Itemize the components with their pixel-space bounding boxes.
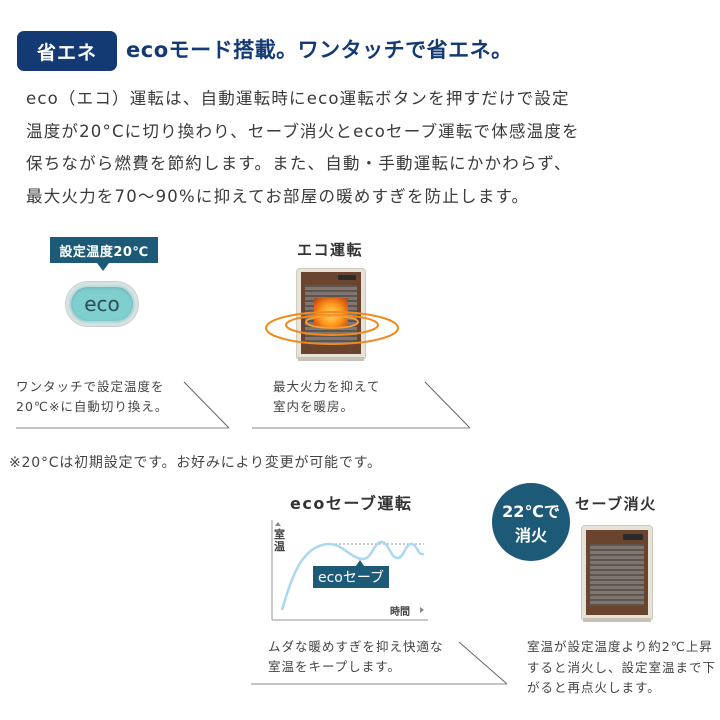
badge-line: 消火 [514, 526, 547, 545]
y-axis-label: 室温 [274, 528, 285, 553]
intro-line: eco（エコ）運転は、自動運転時にeco運転ボタンを押すだけで設定 [26, 89, 570, 108]
caption-line: 室温が設定温度より約2℃上昇 [527, 639, 713, 654]
caption-line: 室温をキープします。 [268, 659, 402, 674]
eco-button-illustration: eco [66, 282, 138, 326]
setting-caption: ワンタッチで設定温度を 20℃※に自動切り換え。 [16, 377, 168, 417]
page-headline: ecoモード搭載。ワンタッチで省エネ。 [126, 38, 513, 62]
caption-line: 室内を暖房。 [273, 399, 355, 414]
eco-run-title: エコ運転 [297, 241, 364, 259]
callout-pointer [356, 560, 364, 566]
caption-divider [16, 381, 230, 429]
eco-button-label: eco [71, 287, 133, 321]
save-off-temp-badge: 22℃で 消火 [492, 483, 570, 561]
intro-paragraph: eco（エコ）運転は、自動運転時にeco運転ボタンを押すだけで設定 温度が20°… [26, 83, 666, 213]
category-badge: 省エネ [17, 31, 117, 71]
intro-line: 最大火力を70〜90%に抑えてお部屋の暖めすぎを防止します。 [26, 186, 530, 206]
intro-line: 温度が20°Cに切り換わり、セーブ消火とecoセーブ運転で体感温度を [26, 121, 580, 141]
footnote: ※20°Cは初期設定です。お好みにより変更が可能です。 [9, 455, 382, 471]
eco-save-title: ecoセーブ運転 [290, 494, 413, 513]
caption-line: がると再点火します。 [527, 680, 661, 695]
caption-line: 20℃※に自動切り換え。 [16, 399, 169, 414]
setting-temp-tag: 設定温度20℃ [50, 237, 158, 263]
save-off-title: セーブ消火 [575, 495, 657, 513]
caption-line: ワンタッチで設定温度を [16, 379, 165, 394]
room-temp-graph [271, 520, 428, 621]
badge-line: 22℃で [502, 502, 560, 521]
caption-line: ムダな暖めすぎを抑え快適な [268, 639, 444, 654]
intro-line: 保ちながら燃費を節約します。また、自動・手動運転にかかわらず、 [26, 154, 572, 173]
caption-line: 最大火力を抑えて [273, 379, 381, 394]
eco-run-caption: 最大火力を抑えて 室内を暖房。 [273, 377, 380, 417]
caption-divider [251, 641, 508, 685]
heater-illustration [581, 525, 653, 622]
save-off-caption: 室温が設定温度より約2℃上昇 すると消火し、設定室温まで下 がると再点火します。 [527, 637, 716, 699]
x-axis-label: 時間 [390, 607, 410, 618]
tag-pointer [97, 263, 109, 271]
eco-save-callout: ecoセーブ [313, 566, 389, 588]
heat-wave-icon [265, 311, 399, 345]
eco-save-caption: ムダな暖めすぎを抑え快適な 室温をキープします。 [268, 637, 444, 677]
caption-divider [252, 381, 471, 429]
caption-line: すると消火し、設定室温まで下 [527, 659, 717, 675]
